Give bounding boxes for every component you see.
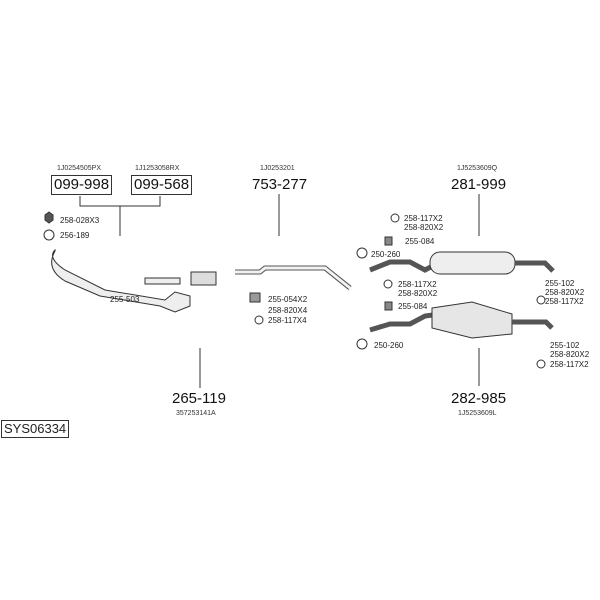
fitting-label[interactable]: 258-028X3 xyxy=(60,216,100,225)
part-number-099-998[interactable]: 099-998 xyxy=(51,175,113,195)
oe-number: 1J5253609L xyxy=(458,410,497,417)
nut-icon xyxy=(44,211,54,224)
part-number-265-119[interactable]: 265-119 xyxy=(172,390,226,407)
gasket-icon xyxy=(43,229,55,241)
fitting-label[interactable]: 258-820X2 xyxy=(398,289,438,298)
rear-muffler-282-985 xyxy=(431,301,513,339)
clamp-icon xyxy=(356,338,368,350)
hanger-icon xyxy=(249,292,261,303)
catalyst-outlet xyxy=(144,277,181,285)
fitting-label[interactable]: 258-117X2 xyxy=(404,214,443,223)
fitting-label[interactable]: 258-117X2 xyxy=(550,360,589,369)
fitting-label[interactable]: 255-084 xyxy=(405,237,435,246)
intermediate-pipe-fill xyxy=(235,266,351,290)
fitting-label[interactable]: 250-260 xyxy=(371,250,401,259)
fitting-label[interactable]: 250-260 xyxy=(374,341,404,350)
oe-number: 1J1253058RX xyxy=(135,165,180,172)
fitting-label[interactable]: 258-117X2 xyxy=(545,297,584,306)
fitting-label[interactable]: 258-820X2 xyxy=(404,223,444,232)
fitting-label[interactable]: 256-189 xyxy=(60,231,90,240)
rear-pipe-top xyxy=(369,259,442,273)
rear-muffler-281-999 xyxy=(429,251,516,275)
fitting-label[interactable]: 258-820X2 xyxy=(550,350,590,359)
ring-icon xyxy=(536,359,546,369)
part-number-282-985[interactable]: 282-985 xyxy=(451,390,507,407)
ring-icon xyxy=(254,315,264,325)
oe-number: 1J0254505PX xyxy=(57,165,101,172)
diagram-id: SYS06334 xyxy=(1,420,70,438)
oe-number: 1J5253609Q xyxy=(457,165,498,172)
fitting-label[interactable]: 255-054X2 xyxy=(268,295,308,304)
rear-pipe-bottom xyxy=(369,311,441,333)
part-number-099-568[interactable]: 099-568 xyxy=(131,175,193,195)
ring-icon xyxy=(383,279,393,289)
hanger-icon xyxy=(384,236,393,246)
oe-number: 357253141A xyxy=(176,410,216,417)
fitting-label[interactable]: 255-503 xyxy=(110,295,140,304)
fitting-label[interactable]: 258-820X4 xyxy=(268,306,308,315)
fitting-label[interactable]: 258-117X4 xyxy=(268,316,307,325)
hanger-icon xyxy=(384,301,393,311)
front-pipe-catalyst xyxy=(51,248,191,313)
fitting-label[interactable]: 258-820X2 xyxy=(545,288,585,297)
part-number-753-277[interactable]: 753-277 xyxy=(252,176,308,193)
ring-icon xyxy=(536,295,546,305)
clamp-sleeve xyxy=(190,271,217,286)
tailpipe-bottom xyxy=(512,319,554,330)
fitting-label[interactable]: 255-102 xyxy=(550,341,580,350)
clamp-icon xyxy=(356,247,368,259)
fitting-label[interactable]: 258-117X2 xyxy=(398,280,437,289)
tailpipe-top xyxy=(515,260,555,273)
oe-number: 1J0253201 xyxy=(260,165,295,172)
fitting-label[interactable]: 255-084 xyxy=(398,302,428,311)
fitting-label[interactable]: 255-102 xyxy=(545,279,575,288)
part-number-281-999[interactable]: 281-999 xyxy=(451,176,507,193)
leader-line xyxy=(79,196,161,236)
ring-icon xyxy=(390,213,400,223)
